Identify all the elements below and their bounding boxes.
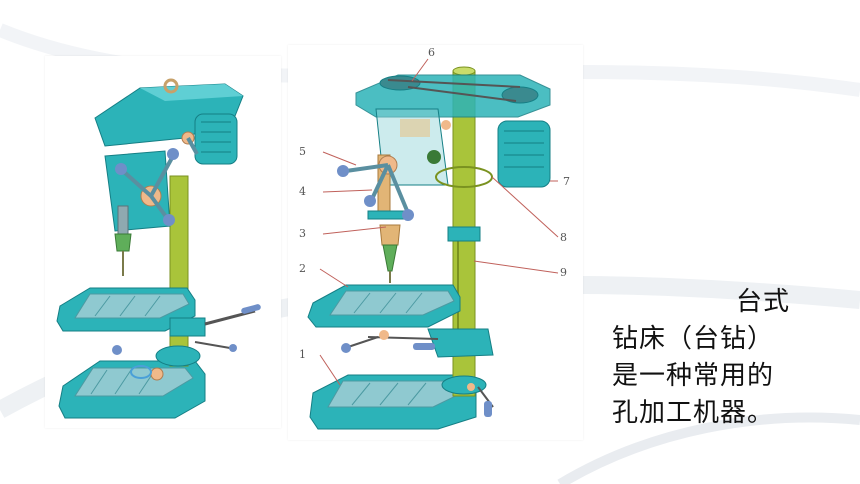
callout-3: 3 — [299, 227, 306, 240]
drill-press-illustration — [56, 78, 261, 419]
callout-6: 6 — [428, 46, 435, 59]
caption-line-3: 是一种常用的 — [612, 361, 775, 391]
callout-9: 9 — [560, 266, 567, 279]
caption-line-2: 钻床（台钻） — [612, 324, 775, 354]
callout-8: 8 — [560, 231, 567, 244]
caption-line-4: 孔加工机器。 — [612, 398, 775, 428]
callout-7: 7 — [563, 175, 570, 188]
callout-1: 1 — [299, 348, 306, 361]
drill-press-labeled-diagram: 1 2 3 4 5 6 7 8 9 — [288, 45, 583, 440]
drill-press-render — [45, 56, 281, 428]
callout-4: 4 — [299, 185, 306, 198]
caption-text: 台式 钻床（台钻） 是一种常用的 孔加工机器。 — [612, 284, 822, 432]
callout-2: 2 — [299, 262, 306, 275]
callout-5: 5 — [299, 145, 306, 158]
labeled-diagram-illustration: 1 2 3 4 5 6 7 8 9 — [299, 46, 570, 430]
caption-line-1: 台式 — [736, 287, 791, 317]
